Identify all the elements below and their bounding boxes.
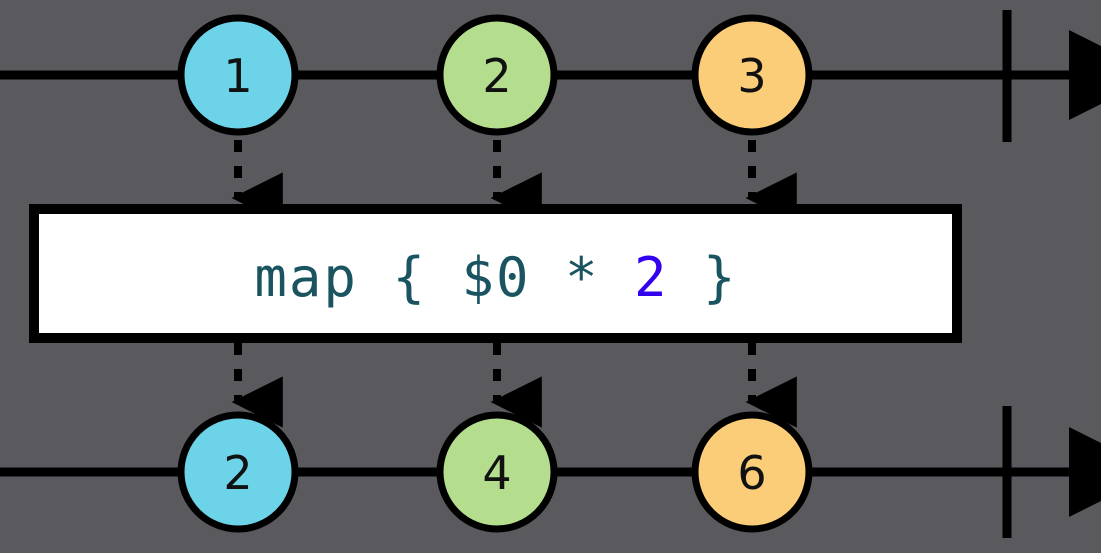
code-token-literal: 2 [634,246,669,309]
dashed-arrows-out-of-box [231,343,797,428]
dashed-arrows-into-box [231,140,797,224]
source-marble-3[interactable]: 3 [691,14,813,136]
marble-circle[interactable] [691,411,813,533]
marble-label: 2 [223,446,252,500]
marble-label: 1 [223,49,252,103]
operator-code-text: map { $0 * 2 } [254,246,737,309]
source-marble-1[interactable]: 1 [177,14,299,136]
marble-circle[interactable] [436,411,558,533]
code-token-suffix: } [669,246,738,309]
marble-circle[interactable] [177,14,299,136]
result-marble-2[interactable]: 4 [436,411,558,533]
marble-label: 2 [482,49,511,103]
marble-circle[interactable] [436,14,558,136]
operator-box-rect[interactable] [29,204,962,343]
result-marble-3[interactable]: 6 [691,411,813,533]
source-marble-2[interactable]: 2 [436,14,558,136]
marble-label: 3 [737,49,766,103]
marble-circle[interactable] [177,411,299,533]
code-token-prefix: map { $0 * [254,246,634,309]
marble-label: 4 [482,446,511,500]
marble-circle[interactable] [691,14,813,136]
map-operator-box[interactable]: map { $0 * 2 } [29,204,962,343]
result-marble-1[interactable]: 2 [177,411,299,533]
marble-label: 6 [737,446,766,500]
